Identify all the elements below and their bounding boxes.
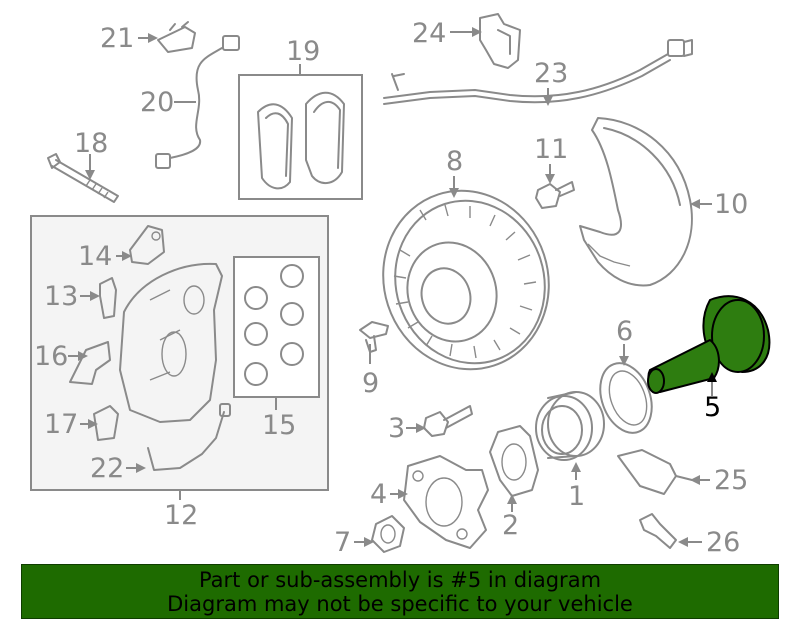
part-3-bolt[interactable]	[423, 405, 473, 437]
part-1-wheel-bearing[interactable]	[535, 391, 605, 461]
callout-21: 21	[100, 23, 134, 54]
part-4-hub-carrier[interactable]	[403, 455, 489, 549]
callout-5: 5	[704, 392, 721, 423]
info-banner: Part or sub-assembly is #5 in diagram Di…	[21, 564, 779, 619]
callout-7: 7	[334, 527, 351, 558]
part-8-brake-rotor[interactable]	[360, 169, 572, 391]
callout-18: 18	[74, 128, 108, 159]
callout-14: 14	[78, 241, 112, 272]
callout-2: 2	[502, 510, 519, 541]
part-17-clip[interactable]	[93, 405, 119, 441]
part-24-bracket[interactable]	[479, 13, 521, 69]
callout-9: 9	[362, 368, 379, 399]
banner-line-1: Part or sub-assembly is #5 in diagram	[198, 567, 602, 592]
part-16-spring[interactable]	[69, 341, 111, 385]
part-12-caliper[interactable]	[119, 262, 223, 423]
callout-19: 19	[286, 36, 320, 67]
callout-13: 13	[44, 281, 78, 312]
callout-4: 4	[370, 479, 387, 510]
part-23-brake-hose[interactable]	[383, 39, 693, 105]
callout-26: 26	[706, 527, 740, 558]
part-21-bracket[interactable]	[157, 21, 196, 53]
part-2-cover[interactable]	[489, 425, 539, 497]
brake-parts-diagram: 21 20 18 19 24 23 11 10 8 9 6 5 3 1 2 4 …	[30, 13, 771, 558]
callout-8: 8	[446, 146, 463, 177]
part-5-drive-flange[interactable]	[647, 295, 771, 394]
callout-3: 3	[388, 413, 405, 444]
banner-line-2: Diagram may not be specific to your vehi…	[167, 591, 633, 616]
callout-1: 1	[568, 481, 585, 512]
callout-12: 12	[164, 500, 198, 531]
callout-24: 24	[412, 18, 446, 49]
callout-numbers: 21 20 18 19 24 23 11 10 8 9 6 5 3 1 2 4 …	[34, 18, 748, 558]
callout-22: 22	[90, 453, 124, 484]
callout-23: 23	[534, 58, 568, 89]
part-15-pistons[interactable]	[244, 264, 304, 386]
part-10-dust-shield[interactable]	[579, 117, 693, 287]
callout-20: 20	[140, 87, 174, 118]
part-14-bracket[interactable]	[129, 225, 165, 265]
leader-lines	[68, 27, 717, 547]
callout-16: 16	[34, 341, 68, 372]
callout-25: 25	[714, 465, 748, 496]
part-7-nut[interactable]	[371, 515, 405, 553]
part-22-brake-line[interactable]	[147, 403, 231, 471]
callout-10: 10	[714, 189, 748, 220]
part-19-brake-pads[interactable]	[257, 91, 345, 190]
part-6-shield[interactable]	[591, 356, 661, 440]
callout-11: 11	[534, 134, 568, 165]
callout-17: 17	[44, 409, 78, 440]
part-13-bleeder-valve[interactable]	[99, 277, 117, 319]
part-11-bolt[interactable]	[535, 181, 575, 209]
callout-15: 15	[262, 410, 296, 441]
part-20-wear-sensor[interactable]	[155, 35, 240, 169]
callout-6: 6	[616, 316, 633, 347]
part-26-bolt[interactable]	[639, 513, 677, 549]
part-9-screw[interactable]	[359, 321, 389, 353]
part-25-abs-sensor[interactable]	[617, 449, 693, 495]
part-18-bolt[interactable]	[47, 153, 119, 203]
